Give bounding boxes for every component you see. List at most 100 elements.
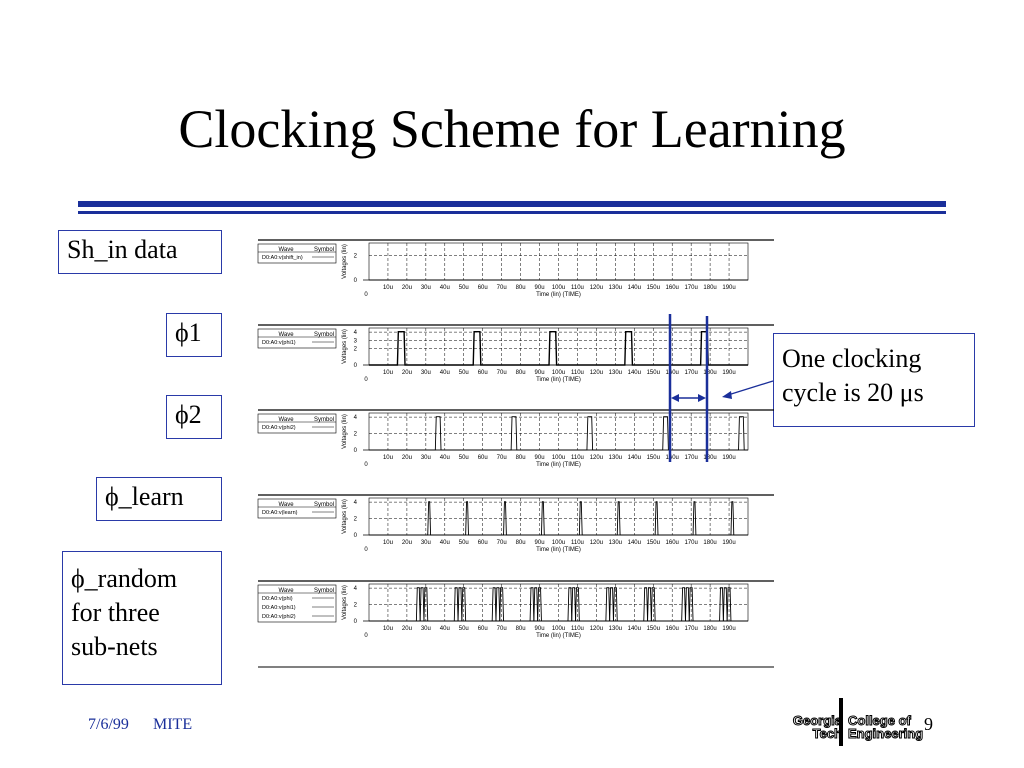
- chart-2-xtick-10: 100u: [552, 370, 565, 376]
- chart-3-xtick-11: 110u: [571, 455, 584, 461]
- chart-1-xtick-16: 160u: [666, 285, 679, 291]
- chart-4-xtick-2: 20u: [402, 540, 412, 546]
- chart-5-xlabel: Time (lin) (TIME): [536, 633, 581, 639]
- chart-2-xtick-2: 20u: [402, 370, 412, 376]
- chart-2-xlabel: Time (lin) (TIME): [536, 377, 581, 383]
- chart-1-xtick-17: 170u: [684, 285, 697, 291]
- page-number: 9: [924, 714, 933, 734]
- chart-4-xtick-15: 150u: [647, 540, 660, 546]
- chart-2-xtick-8: 80u: [516, 370, 526, 376]
- chart-3-ytick-1: 2: [354, 432, 358, 438]
- chart-5-legend-series-3: D0:A0:v(phi2): [262, 614, 296, 620]
- slide-title: Clocking Scheme for Learning: [178, 99, 846, 159]
- chart-5-xtick-6: 60u: [478, 626, 488, 632]
- chart-1-ylabel: Voltages (lin): [342, 244, 348, 279]
- footer-date: 7/6/99: [88, 716, 129, 733]
- logo-college-of: College of: [847, 713, 911, 728]
- chart-3-xtick-5: 50u: [459, 455, 469, 461]
- chart-3-xtick-14: 140u: [628, 455, 641, 461]
- logo-tech: Tech: [812, 726, 842, 741]
- chart-1-xtick-2: 20u: [402, 285, 412, 291]
- chart-2-ytick-3: 4: [354, 330, 358, 336]
- chart-3-xtick-0: 0: [364, 462, 368, 468]
- label-phi-random-line-1: ϕ_random: [71, 564, 178, 593]
- footer-label: MITE: [153, 716, 193, 733]
- chart-5-xtick-7: 70u: [497, 626, 507, 632]
- logo-right-text: College of Engineering: [847, 713, 923, 741]
- chart-3-xtick-1: 10u: [383, 455, 393, 461]
- chart-5-xtick-9: 90u: [535, 626, 545, 632]
- chart-1-ytick-0: 0: [354, 278, 358, 284]
- chart-4-legend-series-1: D0:A0:v(learn): [262, 510, 298, 516]
- label-phi-learn-text: ϕ_learn: [105, 482, 184, 511]
- chart-5-xtick-8: 80u: [516, 626, 526, 632]
- chart-2-xtick-19: 190u: [722, 370, 735, 376]
- annotation-pointer-head: [722, 391, 732, 399]
- chart-3-ytick-2: 4: [354, 415, 358, 421]
- chart-1-xtick-6: 60u: [478, 285, 488, 291]
- georgia-tech-logo: Georgia Tech College of Engineering: [766, 698, 946, 748]
- chart-1-xtick-13: 130u: [609, 285, 622, 291]
- chart-1-legend-series-1: D0:A0:v(shift_in): [262, 255, 303, 261]
- chart-4-xtick-10: 100u: [552, 540, 565, 546]
- chart-3-ytick-0: 0: [354, 448, 358, 454]
- chart-2-xtick-4: 40u: [440, 370, 450, 376]
- chart-1-legend-box: [257, 243, 337, 264]
- chart-4-xtick-0: 0: [364, 547, 368, 553]
- chart-4-legend-symbol: Symbol: [314, 502, 334, 508]
- chart-2-xtick-7: 70u: [497, 370, 507, 376]
- chart-1-xtick-0: 0: [364, 292, 368, 298]
- label-phi-random: ϕ_random for three sub-nets: [62, 551, 222, 685]
- chart-1-xtick-18: 180u: [703, 285, 716, 291]
- chart-4-xtick-7: 70u: [497, 540, 507, 546]
- chart-5-series-1-wave: [369, 587, 748, 622]
- chart-1-xtick-11: 110u: [571, 285, 584, 291]
- chart-5-series-2-wave: [369, 587, 748, 622]
- chart-5-legend-series-1: D0:A0:v(phi): [262, 596, 293, 602]
- chart-3-xtick-8: 80u: [516, 455, 526, 461]
- label-sh-in-data: Sh_in data: [58, 230, 222, 274]
- chart-5-legend-wave: Wave: [278, 588, 294, 594]
- chart-1-xtick-3: 30u: [421, 285, 431, 291]
- chart-5-xtick-4: 40u: [440, 626, 450, 632]
- chart-4-xtick-5: 50u: [459, 540, 469, 546]
- chart-3-xtick-12: 120u: [590, 455, 603, 461]
- chart-4-ytick-0: 0: [354, 533, 358, 539]
- chart-3-legend-wave: Wave: [278, 417, 294, 423]
- title-rule-thick: [78, 201, 946, 207]
- chart-3-xtick-13: 130u: [609, 455, 622, 461]
- chart-4-xtick-1: 10u: [383, 540, 393, 546]
- chart-1-xtick-8: 80u: [516, 285, 526, 291]
- chart-3-xtick-4: 40u: [440, 455, 450, 461]
- title-rule-thin: [78, 211, 946, 214]
- chart-2-xtick-1: 10u: [383, 370, 393, 376]
- chart-5-xtick-16: 160u: [666, 626, 679, 632]
- label-phi2-text: ϕ2: [175, 400, 202, 429]
- cycle-arrow-head-right: [698, 394, 706, 402]
- chart-5-xtick-10: 100u: [552, 626, 565, 632]
- chart-3-xlabel: Time (lin) (TIME): [536, 462, 581, 468]
- chart-4-ytick-1: 2: [354, 517, 358, 523]
- chart-4-xtick-16: 160u: [666, 540, 679, 546]
- chart-3-xtick-7: 70u: [497, 455, 507, 461]
- chart-2-xtick-5: 50u: [459, 370, 469, 376]
- chart-3-xtick-2: 20u: [402, 455, 412, 461]
- chart-5-xtick-12: 120u: [590, 626, 603, 632]
- chart-3-legend-box: [257, 413, 337, 434]
- chart-1-xtick-9: 90u: [535, 285, 545, 291]
- chart-2-legend-wave: Wave: [278, 332, 294, 338]
- cycle-arrow-head-left: [671, 394, 679, 402]
- chart-4-xtick-8: 80u: [516, 540, 526, 546]
- chart-5-legend-series-2: D0:A0:v(phi1): [262, 605, 296, 611]
- chart-4-xtick-19: 190u: [722, 540, 735, 546]
- chart-2-series-1-wave: [369, 331, 748, 366]
- chart-4-ytick-2: 4: [354, 500, 358, 506]
- chart-1-legend-symbol: Symbol: [314, 247, 334, 253]
- chart-4-xtick-12: 120u: [590, 540, 603, 546]
- chart-3-legend-symbol: Symbol: [314, 417, 334, 423]
- chart-1-legend-wave: Wave: [278, 247, 294, 253]
- chart-3-xtick-19: 190u: [722, 455, 735, 461]
- chart-4-xtick-11: 110u: [571, 540, 584, 546]
- chart-3-ylabel: Voltages (lin): [342, 414, 348, 449]
